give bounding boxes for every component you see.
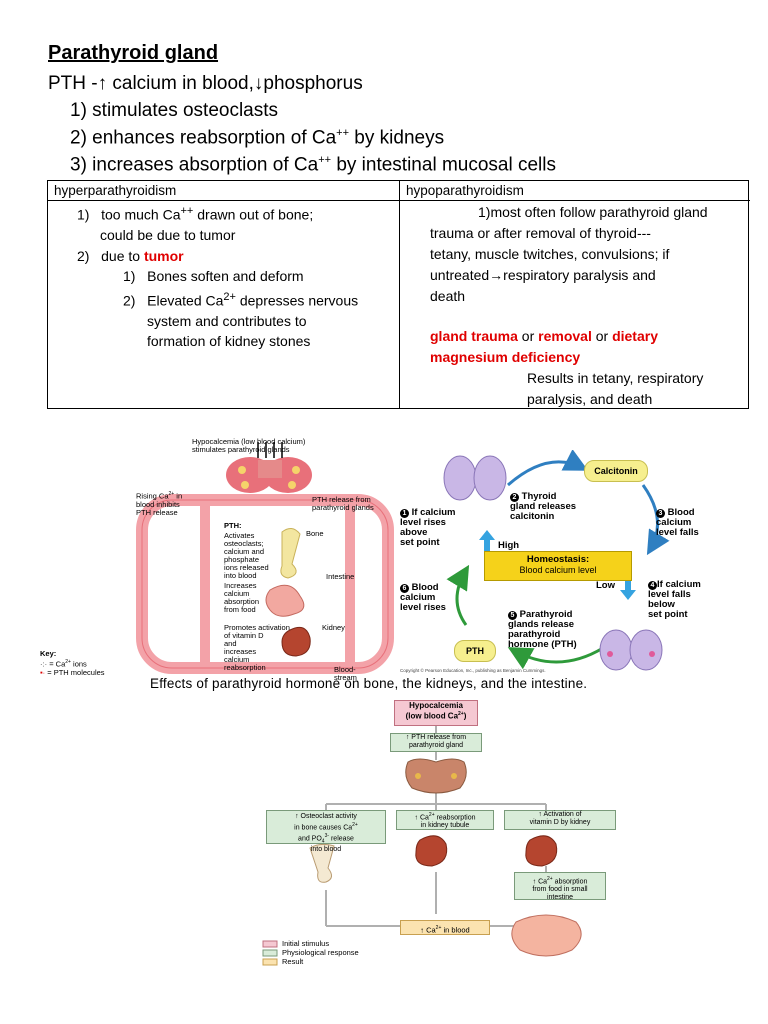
homeostasis-box: Homeostasis: Blood calcium level	[484, 551, 632, 581]
comparison-table: hyperparathyroidism hypoparathyroidism 1…	[47, 180, 750, 409]
figure-key: Key: ·:· = Ca2+ ions ▪· = PTH molecules	[40, 649, 105, 677]
calcium-homeostasis-figure: Calcitonin PTH Homeostasis: Blood calciu…	[398, 450, 728, 675]
calcitonin-bubble: Calcitonin	[584, 460, 648, 482]
pth-effect-2: 2) enhances reabsorption of Ca++ by kidn…	[70, 127, 445, 149]
pth-effect-3: 3) increases absorption of Ca++ by intes…	[70, 154, 556, 176]
bone-label: Bone	[306, 529, 324, 538]
copyright-note: Copyright © Pearson Education, Inc., pub…	[400, 668, 546, 673]
flowchart-connectors	[262, 726, 582, 966]
pth-heading: PTH:	[224, 521, 242, 530]
right-arrow-icon: →	[489, 267, 504, 283]
hypocalcemia-flowchart: Hypocalcemia(low blood Ca2+) ↑ PTH relea…	[258, 700, 658, 980]
hyper-cell: 1) too much Ca++ drawn out of bone; coul…	[77, 205, 359, 350]
bloodstream-loop-graphic	[136, 442, 394, 674]
high-label: High	[498, 540, 520, 551]
pth-effect-1: 1) stimulates osteoclasts	[70, 100, 279, 121]
hypo-cell: 1)most often follow parathyroid gland tr…	[430, 204, 708, 407]
page-title: Parathyroid gland	[48, 42, 219, 64]
column-divider	[399, 181, 400, 408]
down-arrow-icon: ↓	[253, 73, 264, 94]
pth-effects-figure: Hypocalcemia (low blood calcium)stimulat…	[130, 430, 420, 682]
hypocalcemia-label: Hypocalcemia (low blood calcium)stimulat…	[192, 437, 306, 454]
result-box: ↑ Ca2+ in blood	[400, 920, 490, 935]
intestine-label: Intestine	[326, 572, 355, 581]
hypocalcemia-box: Hypocalcemia(low blood Ca2+)	[394, 700, 478, 726]
kidney-label: Kidney	[322, 623, 345, 632]
bloodstream-label: Blood-stream	[334, 665, 357, 682]
pth-bubble: PTH	[454, 640, 496, 662]
up-arrow-icon: ↑	[97, 73, 108, 94]
pth-summary: PTH -↑ calcium in blood,↓phosphorus	[48, 73, 363, 94]
homeostasis-cycle-graphic	[443, 450, 670, 671]
col-header-hypo: hypoparathyroidism	[400, 181, 750, 201]
col-header-hyper: hyperparathyroidism	[48, 181, 399, 201]
low-label: Low	[596, 580, 615, 591]
figure-caption: Effects of parathyroid hormone on bone, …	[150, 676, 588, 691]
